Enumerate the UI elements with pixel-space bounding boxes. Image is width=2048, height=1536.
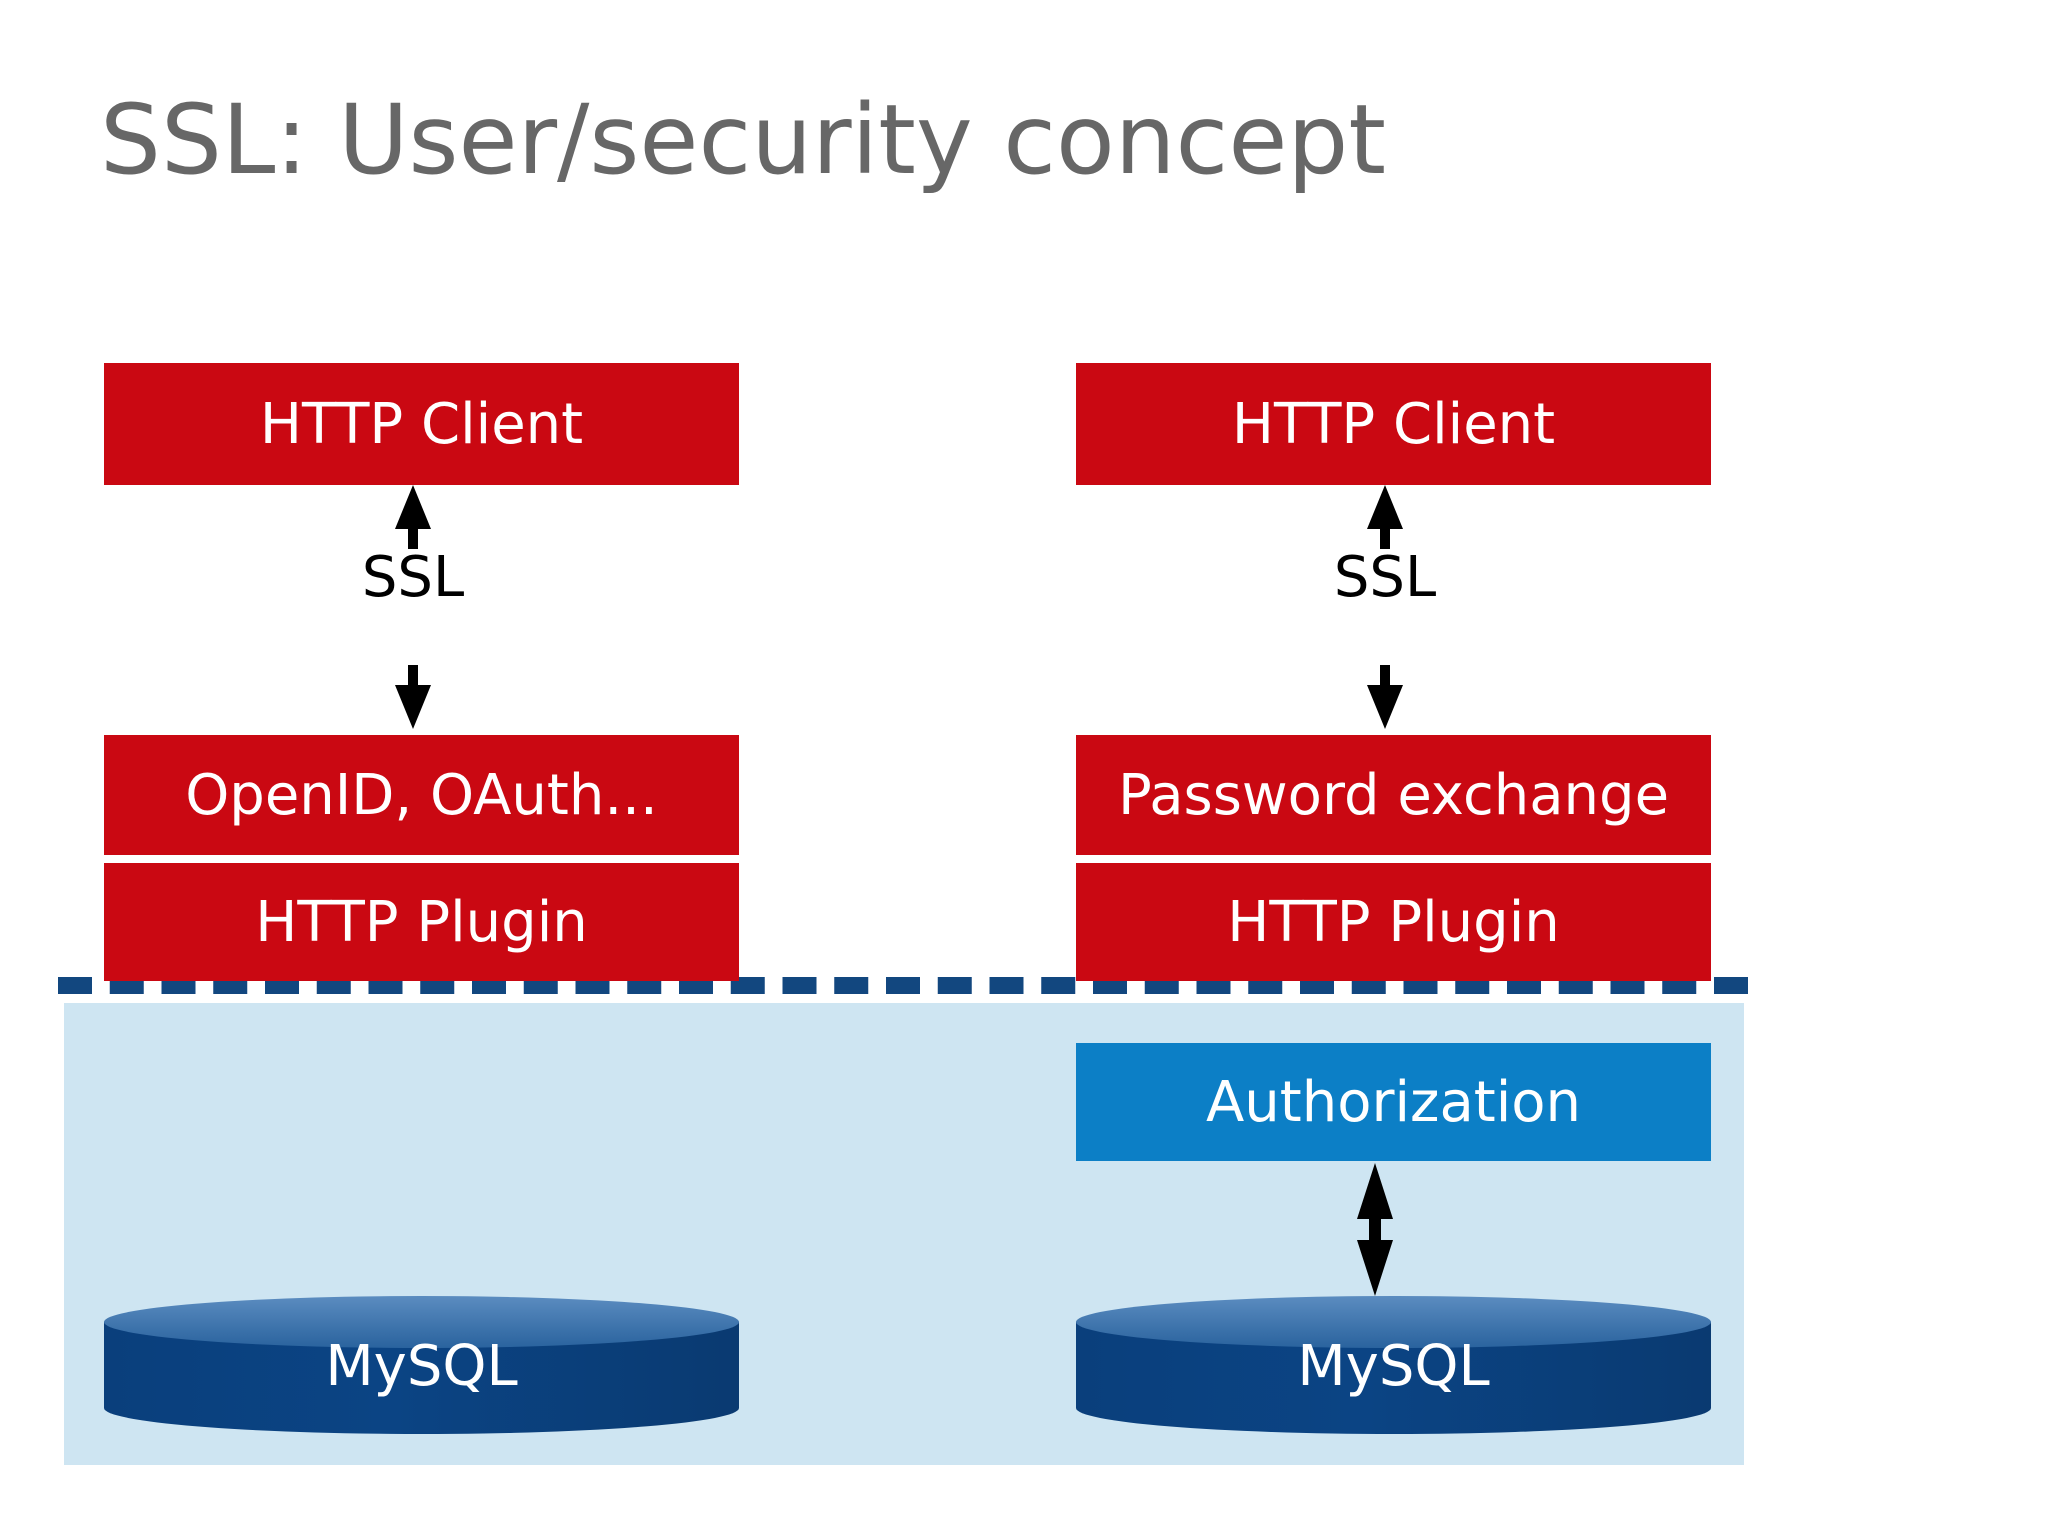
arrow-up-icon	[395, 485, 431, 549]
arrow-down-icon	[395, 665, 431, 729]
right-http-plugin-box[interactable]: HTTP Plugin	[1076, 863, 1711, 981]
left-http-plugin-box[interactable]: HTTP Plugin	[104, 863, 739, 981]
right-http-client-box[interactable]: HTTP Client	[1076, 363, 1711, 485]
right-mysql-database[interactable]: MySQL	[1076, 1296, 1711, 1436]
page-title: SSL: User/security concept	[100, 84, 1386, 196]
database-cylinder-icon	[104, 1296, 739, 1434]
left-mysql-database[interactable]: MySQL	[104, 1296, 739, 1436]
database-cylinder-icon	[1076, 1296, 1711, 1434]
arrow-up-icon	[1367, 485, 1403, 549]
arrow-down-icon	[1367, 665, 1403, 729]
left-http-client-box[interactable]: HTTP Client	[104, 363, 739, 485]
double-arrow-vertical-icon	[1355, 1163, 1395, 1296]
right-password-exchange-box[interactable]: Password exchange	[1076, 735, 1711, 855]
left-openid-oauth-box[interactable]: OpenID, OAuth...	[104, 735, 739, 855]
trust-boundary-dashed-line	[58, 977, 1748, 994]
left-ssl-label: SSL	[361, 545, 465, 610]
right-ssl-label: SSL	[1333, 545, 1437, 610]
authorization-box[interactable]: Authorization	[1076, 1043, 1711, 1161]
